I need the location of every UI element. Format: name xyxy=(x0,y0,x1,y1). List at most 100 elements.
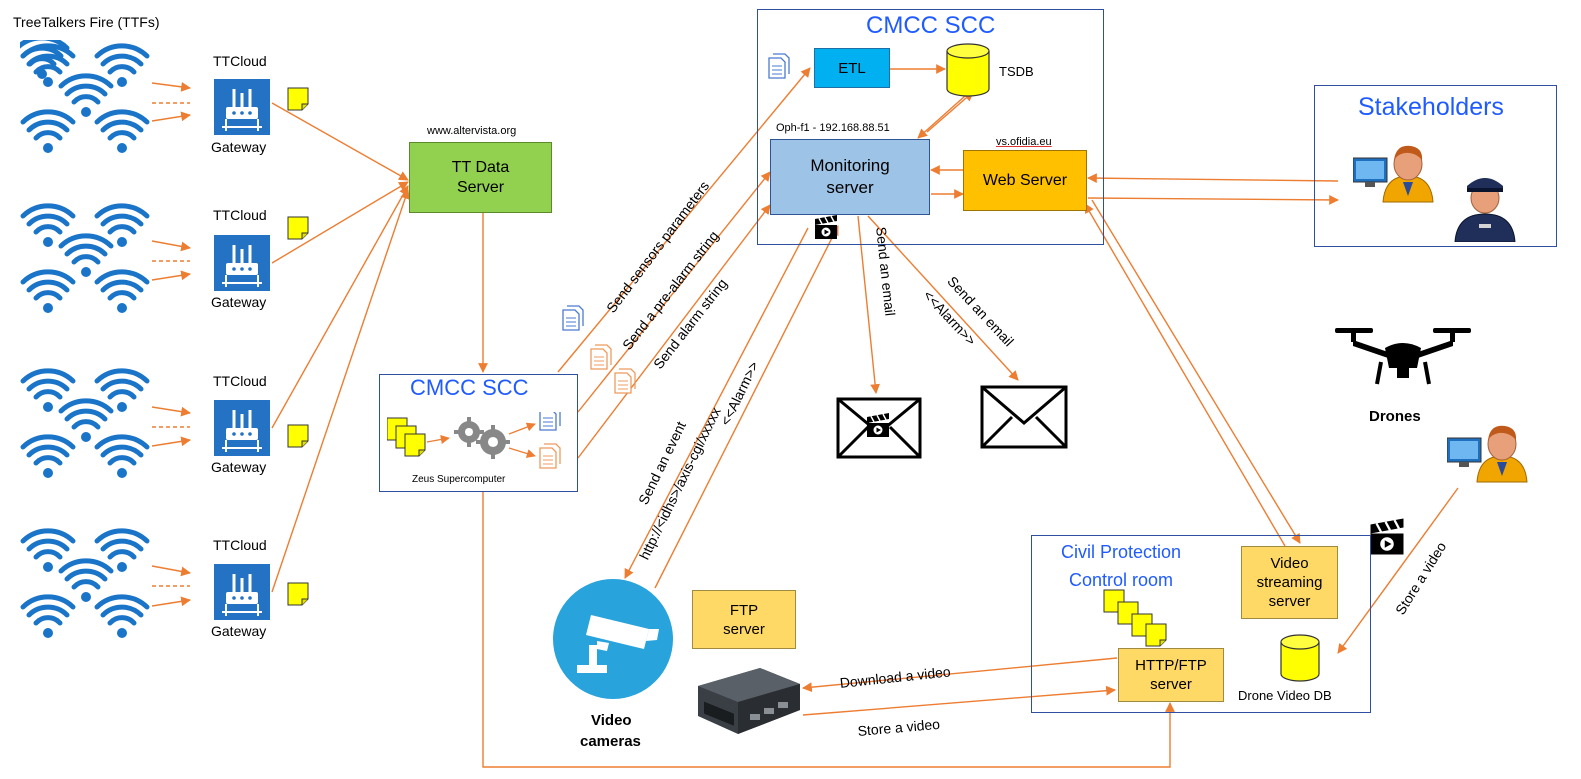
edge-prealarm-monitoring xyxy=(577,171,771,413)
edge-drone-db xyxy=(1337,487,1459,654)
monitoring-line2: server xyxy=(826,178,874,197)
zeus-frame xyxy=(379,374,578,492)
edge-web-stake xyxy=(1087,195,1339,205)
ftp-server: FTP server xyxy=(692,590,796,649)
monitoring-line1: Monitoring xyxy=(810,156,890,175)
note-stack-icon xyxy=(387,417,426,457)
http-ftp-line1: HTTP/FTP xyxy=(1135,657,1207,674)
http-ftp-line2: server xyxy=(1150,676,1192,693)
sensor-arrows-group-3 xyxy=(151,406,191,447)
police-officer-icon xyxy=(1454,178,1516,242)
edge-cameras-monitoring xyxy=(654,225,839,589)
edge-monitoring-cameras xyxy=(624,227,809,579)
note-icon xyxy=(287,582,309,606)
cmcc-main-title: CMCC SCC xyxy=(866,12,996,39)
cmcc-main-frame xyxy=(757,9,1104,245)
drone-operator-icon xyxy=(1447,425,1528,483)
wifi-cluster-1-icons xyxy=(20,40,160,166)
gateway-icon xyxy=(214,235,272,293)
ftp-line1: FTP xyxy=(729,601,759,619)
edge-alarm-monitoring xyxy=(577,204,771,459)
http-ftp-server: HTTP/FTP server xyxy=(1118,648,1224,702)
gateway-icon xyxy=(214,564,272,622)
tt-data-server: TT Data Server xyxy=(409,142,552,213)
stakeholders-title: Stakeholders xyxy=(1358,93,1504,121)
video-stream-line3: server xyxy=(1268,593,1311,610)
video-camera-icon xyxy=(553,579,673,699)
email-video-icon xyxy=(836,397,922,459)
ttcloud-label-3: TTCloud xyxy=(213,373,267,389)
ttcloud-label-4: TTCloud xyxy=(213,537,267,553)
tt-data-server-line1: TT Data xyxy=(451,158,510,176)
sensor-arrows-group-1 xyxy=(151,81,191,122)
edge-monitoring-tsdb xyxy=(926,91,974,133)
edge-stake-web xyxy=(1087,173,1339,184)
sensor-arrows-group-4 xyxy=(151,565,191,607)
sensor-arrows-group-2 xyxy=(151,240,191,281)
gateway-label-2: Gateway xyxy=(211,294,267,310)
router-icon xyxy=(698,668,800,734)
edge-tsdb-monitoring xyxy=(917,95,966,139)
email-icon xyxy=(980,385,1068,449)
zeus-title: CMCC SCC xyxy=(410,375,529,400)
wifi-cluster-3-icons xyxy=(20,365,160,491)
video-stream-line2: streaming xyxy=(1256,574,1323,591)
video-stream-line1: Video xyxy=(1270,555,1309,572)
drone-video-db-label: Drone Video DB xyxy=(1238,688,1332,703)
document-icon xyxy=(590,344,612,370)
note-icon xyxy=(287,216,309,240)
gateway-icon xyxy=(214,400,272,458)
video-streaming-server: Video streaming server xyxy=(1241,546,1338,619)
drones-label: Drones xyxy=(1369,408,1421,425)
edge-gw4-tt xyxy=(271,189,410,593)
note-icon xyxy=(287,424,309,448)
tsdb-cylinder-icon xyxy=(946,43,990,97)
note-stack-icon xyxy=(1103,589,1167,647)
edge-streaming-web xyxy=(1084,203,1286,547)
ftp-line2: server xyxy=(723,620,765,638)
gateway-label-4: Gateway xyxy=(211,623,267,639)
video-clapper-icon xyxy=(814,214,838,240)
drone-video-db-icon xyxy=(1280,634,1320,682)
video-cameras-line2: cameras xyxy=(580,733,641,750)
video-clapper-icon xyxy=(1369,517,1405,555)
web-host: vs.ofidia.eu xyxy=(996,136,1052,148)
wifi-cluster-2-icons xyxy=(20,200,160,326)
edge-download-video xyxy=(802,657,1118,693)
stakeholders-frame xyxy=(1314,85,1557,247)
edge-gw1-tt xyxy=(271,102,409,181)
wifi-cluster-4-icons xyxy=(20,525,160,651)
note-icon xyxy=(287,87,309,111)
edge-gw2-tt xyxy=(271,181,409,264)
monitoring-ip: Oph-f1 - 192.168.88.51 xyxy=(776,122,890,134)
tsdb-label: TSDB xyxy=(999,64,1034,79)
ttcloud-label-1: TTCloud xyxy=(213,53,267,69)
gateway-label-1: Gateway xyxy=(211,139,267,155)
tt-data-server-line2: Server xyxy=(456,178,505,196)
edge-email-2 xyxy=(867,215,1019,381)
civil-title-line2: Control room xyxy=(1069,570,1174,590)
gateway-icon xyxy=(214,79,272,137)
gateway-label-3: Gateway xyxy=(211,459,267,475)
edge-gw3-tt xyxy=(271,185,409,429)
zeus-processing-icons xyxy=(387,412,561,469)
tt-data-server-url: www.altervista.org xyxy=(427,125,517,137)
etl-box: ETL xyxy=(814,48,890,88)
gears-icon xyxy=(454,417,510,459)
web-server: Web Server xyxy=(963,150,1087,211)
edge-store-video xyxy=(802,685,1116,716)
edge-sensors-etl xyxy=(557,67,811,373)
video-cameras-line1: Video xyxy=(591,712,632,729)
ttcloud-label-2: TTCloud xyxy=(213,207,267,223)
edge-email-1 xyxy=(857,215,880,394)
document-icon xyxy=(768,53,790,79)
edge-zeus-http xyxy=(482,492,1175,768)
document-icon xyxy=(614,368,636,394)
edge-web-streaming xyxy=(1091,199,1301,544)
document-icon xyxy=(562,305,584,331)
civil-title-line1: Civil Protection xyxy=(1061,542,1182,562)
diagram-title: TreeTalkers Fire (TTFs) xyxy=(13,14,160,30)
civil-protection-frame xyxy=(1031,535,1371,713)
